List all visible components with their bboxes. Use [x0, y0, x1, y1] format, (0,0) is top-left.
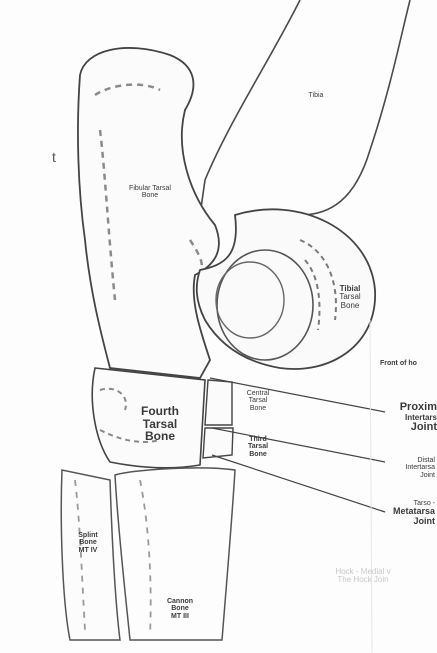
distal-label-line2: Intertarsa	[375, 464, 435, 471]
third-tarsal-bone	[203, 428, 233, 458]
tarso-label-line3: Joint	[375, 517, 435, 526]
third-tarsal-label-line2: Tarsal	[238, 443, 278, 450]
central-tarsal-label-line3: Bone	[238, 405, 278, 412]
third-tarsal-label-line3: Bone	[238, 451, 278, 458]
tarsometatarsal-label: Tarso - Metatarsa Joint	[375, 500, 435, 526]
central-tarsal-label-line2: Tarsal	[238, 397, 278, 404]
tibia-outline	[200, 0, 410, 215]
distal-label-line1: Distal	[375, 457, 435, 464]
front-margin-line	[370, 320, 372, 653]
margin-mark: t	[52, 150, 56, 165]
distal-intertarsal-label: Distal Intertarsa Joint	[375, 457, 435, 479]
fibular-tarsal-label-line1: Fibular Tarsal	[110, 185, 190, 192]
splint-label-line2: Bone	[68, 539, 108, 546]
figure-caption: Hock - Medial v The Hock Join	[298, 568, 428, 585]
third-tarsal-label: Third Tarsal Bone	[238, 436, 278, 458]
cannon-label-line1: Cannon	[158, 598, 202, 605]
central-tarsal-label-line1: Central	[238, 390, 278, 397]
caption-line2: The Hock Join	[298, 576, 428, 584]
cannon-bone-label: Cannon Bone MT III	[158, 598, 202, 620]
fibular-tarsal-bone	[78, 48, 219, 378]
proximal-intertarsal-label: Proxim Intertars Joint	[377, 402, 437, 433]
central-tarsal-bone	[205, 380, 232, 425]
third-tarsal-label-line1: Third	[238, 436, 278, 443]
splint-bone	[61, 470, 120, 640]
proximal-joint-leader	[210, 378, 385, 412]
proximal-label-line1: Proxim	[377, 402, 437, 414]
proximal-label-line3: Joint	[377, 422, 437, 434]
fourth-tarsal-label-line3: Bone	[120, 430, 200, 443]
tibial-tarsal-label-line3: Bone	[330, 302, 370, 310]
front-of-label: Front of ho	[380, 360, 437, 367]
tarsometatarsal-leader	[212, 455, 385, 512]
fourth-tarsal-label-line1: Fourth	[120, 405, 200, 418]
splint-label-line1: Splint	[68, 532, 108, 539]
fibular-tarsal-label: Fibular Tarsal Bone	[110, 185, 190, 200]
fourth-tarsal-label: Fourth Tarsal Bone	[120, 405, 200, 443]
fibular-tarsal-label-line2: Bone	[110, 192, 190, 199]
cannon-label-line2: Bone	[158, 605, 202, 612]
central-tarsal-label: Central Tarsal Bone	[238, 390, 278, 412]
tibial-tarsal-label: Tibial Tarsal Bone	[330, 285, 370, 310]
tibia-label: Tibia	[296, 92, 336, 99]
splint-label-line3: MT IV	[68, 547, 108, 554]
cannon-label-line3: MT III	[158, 613, 202, 620]
splint-bone-label: Splint Bone MT IV	[68, 532, 108, 554]
distal-label-line3: Joint	[375, 472, 435, 479]
